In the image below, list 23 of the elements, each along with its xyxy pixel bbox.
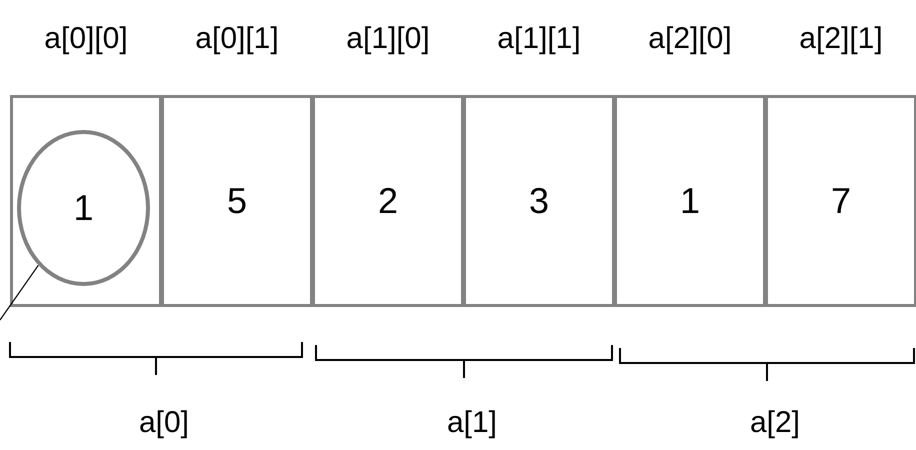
circle-mark xyxy=(17,130,150,286)
array-cell xyxy=(10,95,162,307)
cell-value: 2 xyxy=(378,183,398,219)
array-cell xyxy=(614,95,766,307)
element-label: a[0][1] xyxy=(195,24,279,54)
array-cell xyxy=(312,95,464,307)
leader-line xyxy=(0,264,39,320)
cell-value: 1 xyxy=(73,190,94,226)
element-label: a[1][0] xyxy=(346,24,430,54)
cell-value: 7 xyxy=(830,183,852,219)
array-cell xyxy=(161,95,313,307)
cell-value: 3 xyxy=(528,183,550,219)
cell-value: 1 xyxy=(680,183,700,219)
array-cell xyxy=(463,95,615,307)
element-label: a[2][0] xyxy=(648,24,732,54)
row-label: a[0] xyxy=(138,408,190,438)
element-label: a[2][1] xyxy=(799,24,883,54)
element-label: a[0][0] xyxy=(44,24,128,54)
element-label: a[1][1] xyxy=(497,24,581,54)
row-label: a[1] xyxy=(446,408,498,438)
array-cell xyxy=(765,95,916,307)
row-label: a[2] xyxy=(750,408,800,438)
cell-value: 5 xyxy=(226,183,248,219)
